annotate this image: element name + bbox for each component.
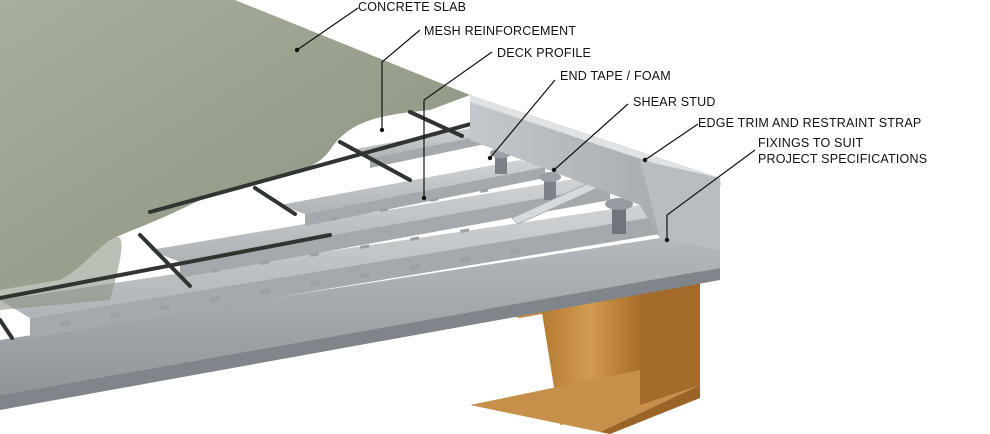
leader-dots <box>294 47 670 243</box>
label-shear-stud: SHEAR STUD <box>633 95 716 109</box>
label-concrete-slab: CONCRETE SLAB <box>358 0 466 14</box>
deck-embossments <box>60 188 521 326</box>
shear-studs <box>490 148 633 234</box>
label-mesh-reinforcement: MESH REINFORCEMENT <box>424 24 576 38</box>
label-edge-trim: EDGE TRIM AND RESTRAINT STRAP <box>698 116 921 130</box>
leader-lines <box>296 7 756 240</box>
label-fixings-line2: PROJECT SPECIFICATIONS <box>758 152 927 166</box>
label-deck-profile: DECK PROFILE <box>497 46 591 60</box>
label-fixings-line1: FIXINGS TO SUIT <box>758 136 863 150</box>
label-end-tape-foam: END TAPE / FOAM <box>560 69 671 83</box>
mesh-reinforcement <box>0 110 480 340</box>
